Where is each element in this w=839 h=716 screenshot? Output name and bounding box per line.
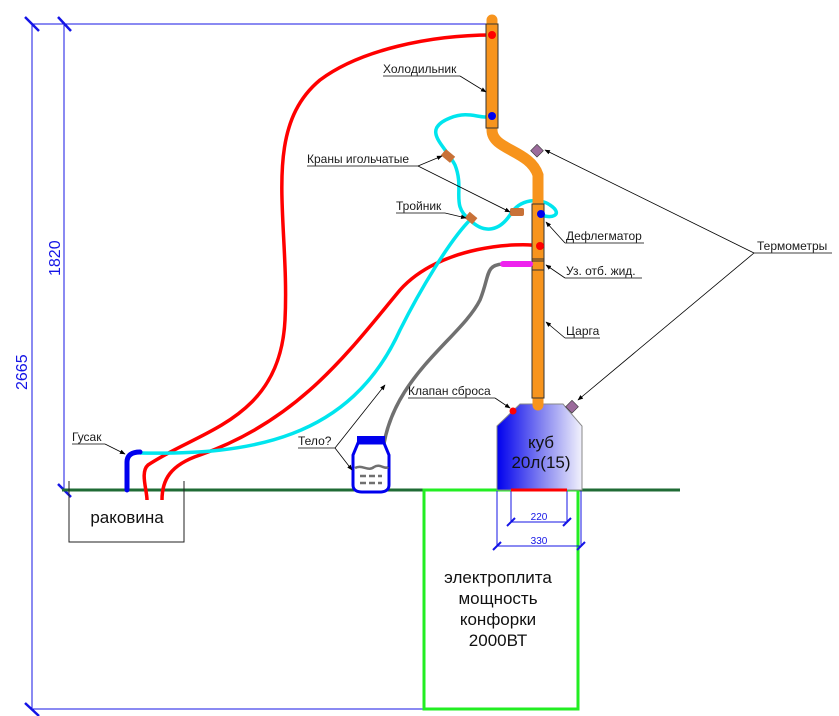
condenser-hot-port — [488, 31, 496, 39]
dim-tick — [57, 16, 72, 32]
tee-icon — [464, 211, 478, 225]
needle-valve-icon — [510, 208, 524, 216]
dim-total-label: 2665 — [14, 354, 31, 390]
label-gooseneck: Гусак — [72, 430, 102, 444]
label-thermometers: Термометры — [757, 239, 827, 253]
label-relief-valve: Клапан сброса — [408, 384, 491, 398]
sink-label: раковина — [90, 508, 164, 527]
cold-water-hose-dephlegmator — [468, 198, 558, 231]
hot-water-hose-condenser — [142, 33, 493, 501]
leader-lines — [72, 75, 832, 471]
collection-jar — [351, 436, 391, 494]
drain-hose — [380, 262, 504, 463]
stove-label-1: электроплита — [444, 568, 552, 587]
hot-water-hose-dephlegmator — [160, 243, 541, 501]
cold-water-hose-main — [139, 218, 472, 455]
boiler-label-2: 20л(15) — [511, 453, 570, 472]
dim-upper-label: 1820 — [47, 240, 64, 276]
column-pipe — [486, 14, 544, 411]
condenser-cold-port — [488, 112, 496, 120]
label-dephlegmator: Дефлегматор — [566, 229, 642, 243]
gooseneck — [124, 449, 143, 493]
dim-outer-width: 330 — [531, 536, 548, 547]
thermometer-icon — [530, 143, 544, 158]
stove-label-4: 2000ВТ — [469, 631, 527, 650]
boiler — [496, 403, 583, 491]
thermometer-icon — [565, 399, 579, 414]
label-tee: Тройник — [396, 199, 442, 213]
label-column: Царга — [566, 324, 600, 338]
dephlegmator — [531, 203, 545, 262]
dim-tick — [24, 16, 40, 32]
boiler-dimensions: 220 330 — [492, 491, 586, 551]
stove-label-3: конфорки — [460, 610, 536, 629]
dephlegmator-hot-port — [536, 242, 544, 250]
dimension-lines: 2665 1820 — [14, 16, 495, 716]
label-liquid-takeoff: Уз. отб. жид. — [566, 264, 636, 278]
dim-inner-width: 220 — [531, 512, 548, 523]
boiler-label-1: куб — [528, 433, 554, 452]
stove-label-2: мощность — [458, 589, 537, 608]
label-body-question: Тело? — [298, 434, 332, 448]
label-needle-valves: Краны игольчатые — [307, 152, 409, 166]
needle-valve-icon — [440, 149, 456, 163]
dephlegmator-cold-port — [537, 210, 545, 218]
column-section — [531, 269, 545, 399]
relief-valve — [509, 407, 517, 415]
cold-water-hose-condenser — [434, 113, 493, 222]
dim-tick — [24, 702, 40, 716]
condenser — [485, 23, 499, 129]
label-condenser: Холодильник — [383, 62, 457, 76]
sink — [68, 481, 185, 543]
